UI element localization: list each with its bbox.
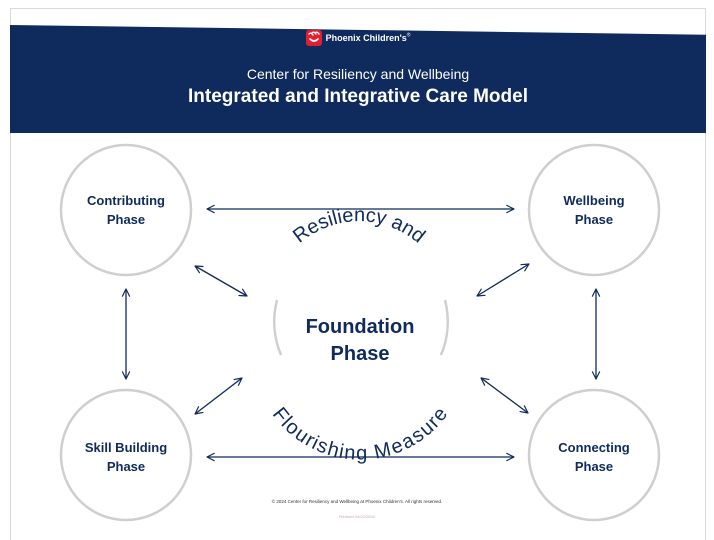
arrow-connecting-foundation: [480, 377, 529, 414]
center-name: Center for Resiliency and Wellbeing: [246, 66, 470, 82]
resiliency-arc-text: Resiliency and: [289, 204, 429, 247]
brand-name: Phoenix Children's: [325, 33, 407, 43]
foundation-ring-left: [272, 299, 283, 356]
copyright-notice: © 2024 Center for Resiliency and Wellbei…: [271, 499, 443, 504]
foundation-ring-right: [439, 299, 450, 356]
foundation-phase-label-line2: Phase: [331, 343, 390, 365]
wellbeing-phase-label-line1: Wellbeing: [563, 193, 624, 208]
wellbeing-phase-circle: [527, 143, 661, 277]
connecting-phase-label-line2: Phase: [575, 459, 613, 474]
arrow-contributing-foundation: [194, 265, 248, 297]
header-banner: [10, 25, 706, 133]
brand-lockup: Phoenix Children's®: [10, 30, 706, 46]
brand-registered-mark: ®: [406, 32, 411, 39]
contributing-phase-label-line2: Phase: [107, 212, 145, 227]
skill-building-phase-circle: [59, 388, 193, 522]
skill-building-phase-label-line2: Phase: [107, 459, 145, 474]
connecting-phase-circle: [527, 388, 661, 522]
contributing-phase-label-line1: Contributing: [87, 193, 165, 208]
skill-building-phase-label-line1: Skill Building: [85, 440, 167, 455]
flourishing-arc-text: Flourishing Measure: [268, 403, 452, 464]
contributing-phase-circle: [59, 143, 193, 277]
foundation-phase-label-line1: Foundation: [306, 316, 415, 338]
phoenix-childrens-logo-icon: [305, 30, 322, 46]
arrow-wellbeing-foundation: [476, 263, 530, 297]
revised-date: Revised 04/22/2024: [339, 514, 375, 519]
connecting-phase-label-line1: Connecting: [558, 440, 630, 455]
arrow-skillbuilding-foundation: [194, 377, 243, 415]
wellbeing-phase-label-line2: Phase: [575, 212, 613, 227]
resiliency-arc-label: Resiliency and: [289, 204, 429, 247]
page-title: Integrated and Integrative Care Model: [188, 86, 528, 107]
flourishing-arc-label: Flourishing Measure: [268, 403, 452, 464]
